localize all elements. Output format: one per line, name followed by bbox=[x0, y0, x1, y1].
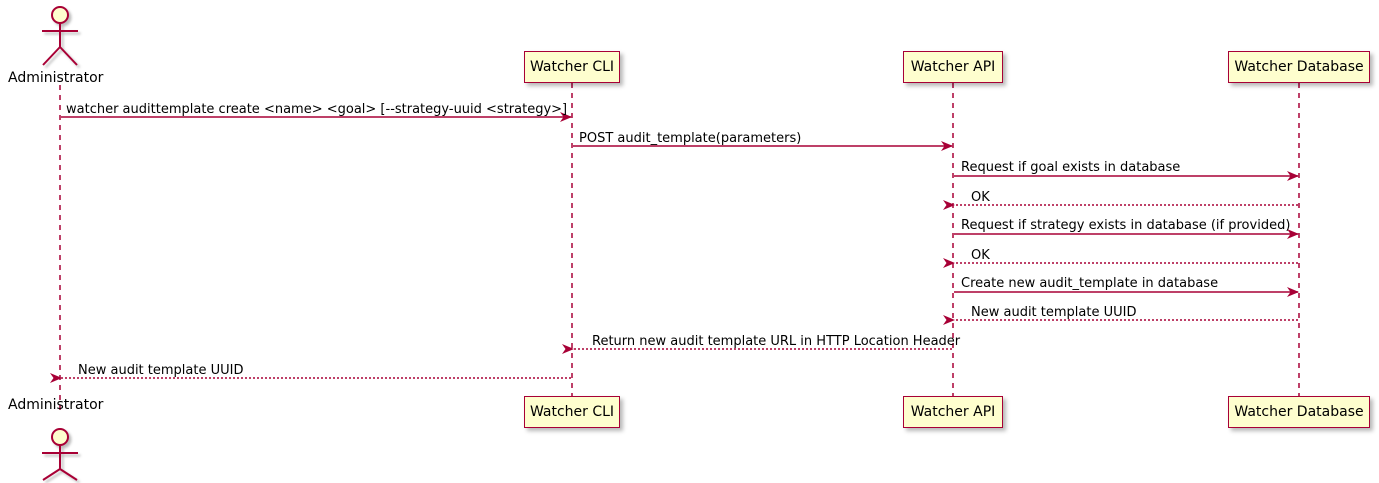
actor-glyph-bottom bbox=[42, 428, 78, 481]
participant-box-watcher-cli-top[interactable]: Watcher CLI bbox=[524, 51, 620, 83]
participant-label-administrator-top: Administrator bbox=[8, 70, 104, 86]
participant-label-administrator-bottom: Administrator bbox=[8, 397, 104, 413]
participant-box-watcher-database-bottom[interactable]: Watcher Database bbox=[1228, 396, 1370, 428]
actor-glyph-top bbox=[42, 6, 78, 66]
participant-box-watcher-api-bottom[interactable]: Watcher API bbox=[903, 396, 1003, 428]
participant-box-watcher-cli-bottom[interactable]: Watcher CLI bbox=[524, 396, 620, 428]
message-label-2: POST audit_template(parameters) bbox=[579, 131, 802, 146]
participant-box-watcher-api-top[interactable]: Watcher API bbox=[903, 51, 1003, 83]
message-label-1: watcher audittemplate create <name> <goa… bbox=[66, 102, 568, 117]
message-label-6: OK bbox=[971, 248, 990, 263]
message-label-3: Request if goal exists in database bbox=[961, 160, 1181, 175]
message-arrows-group bbox=[50, 112, 1299, 383]
message-label-4: OK bbox=[971, 190, 990, 205]
message-label-5: Request if strategy exists in database (… bbox=[961, 218, 1291, 233]
actor-glyphs-group bbox=[42, 6, 78, 481]
message-label-9: Return new audit template URL in HTTP Lo… bbox=[592, 334, 961, 349]
message-label-10: New audit template UUID bbox=[78, 363, 244, 378]
lifelines-group bbox=[59, 83, 1300, 412]
message-label-8: New audit template UUID bbox=[971, 305, 1137, 320]
message-label-7: Create new audit_template in database bbox=[961, 276, 1219, 291]
participant-box-watcher-database-top[interactable]: Watcher Database bbox=[1228, 51, 1370, 83]
